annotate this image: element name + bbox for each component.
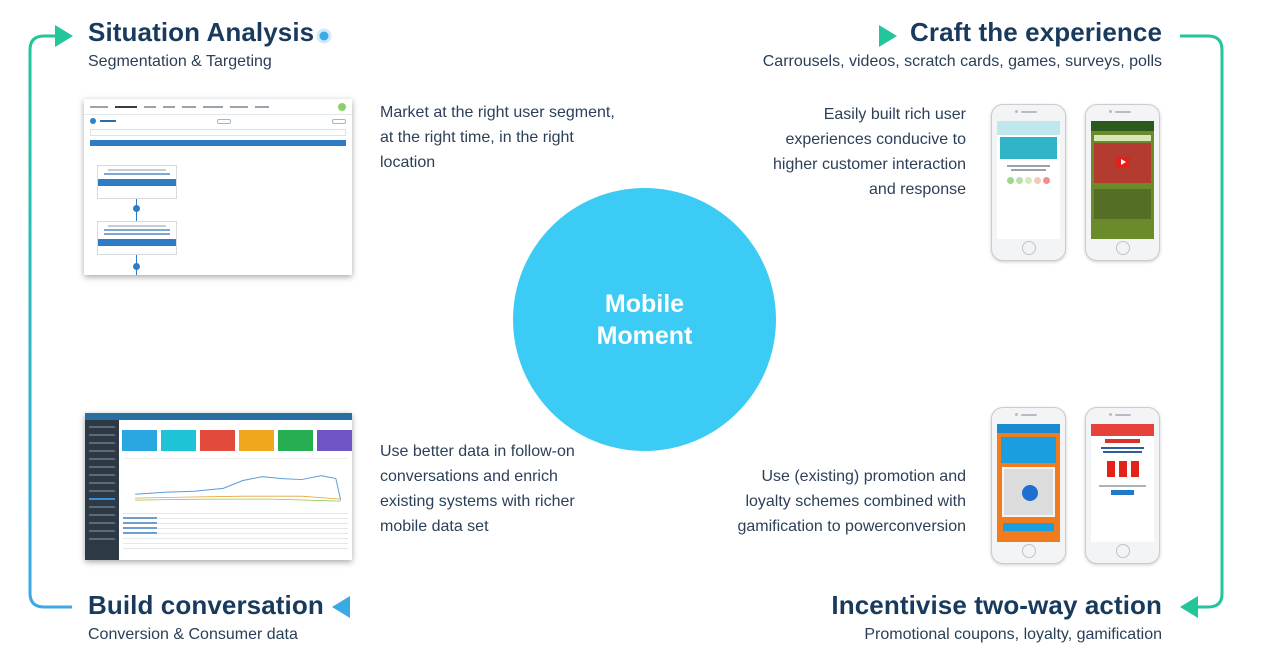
incentivise-action-description: Use (existing) promotion and loyalty sch…: [737, 468, 966, 535]
segmentation-workflow-screenshot: [84, 99, 352, 275]
hub-line-1: Mobile: [604, 289, 685, 318]
screenshot-nav-bar: [84, 99, 352, 115]
craft-experience-title: Craft the experience: [910, 17, 1162, 47]
build-conversation-title: Build conversation: [88, 590, 324, 620]
arrow-left-head: [55, 25, 73, 47]
build-conversation-description: Use better data in follow-on conversatio…: [380, 443, 575, 535]
dashboard-sidebar: [85, 420, 119, 560]
phone-video-screen: [1085, 104, 1160, 261]
analytics-dashboard-screenshot: [85, 413, 352, 560]
mobile-moment-hub: Mobile Moment: [513, 188, 776, 451]
arrow-left-loop: [28, 34, 72, 609]
situation-analysis-subtitle: Segmentation & Targeting: [88, 53, 272, 70]
situation-analysis-title: Situation Analysis: [88, 17, 315, 47]
arrow-right-loop: [1180, 34, 1224, 609]
workflow-icon: [90, 118, 96, 124]
incentivise-action-subtitle: Promotional coupons, loyalty, gamificati…: [864, 626, 1162, 643]
phone-scratch-card-screen: [991, 407, 1066, 564]
arrow-bottom: [332, 596, 822, 618]
hub-line-2: Moment: [596, 321, 693, 350]
arrow-top: [316, 25, 897, 47]
phone-prize-screen: [1085, 407, 1160, 564]
screenshot-search-box: [90, 129, 346, 136]
avatar-icon: [338, 102, 346, 111]
situation-analysis-description: Market at the right user segment, at the…: [380, 104, 615, 171]
craft-experience-description: Easily built rich user experiences condu…: [773, 106, 966, 198]
craft-experience-subtitle: Carrousels, videos, scratch cards, games…: [762, 53, 1162, 70]
arrow-right-head: [1180, 596, 1198, 618]
incentivise-action-title: Incentivise two-way action: [831, 590, 1162, 620]
dashboard-line-chart: [123, 458, 348, 502]
phone-survey-screen: [991, 104, 1066, 261]
dashboard-table: [123, 509, 348, 549]
build-conversation-subtitle: Conversion & Consumer data: [88, 626, 298, 643]
